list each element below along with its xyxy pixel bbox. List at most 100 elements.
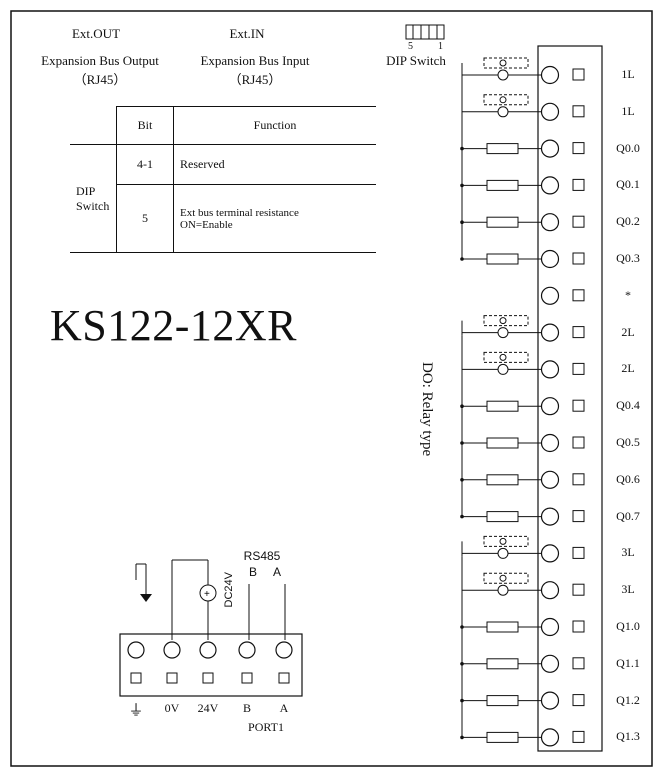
terminal-indicator	[572, 436, 585, 449]
terminal-screw	[540, 176, 560, 195]
ext-out-label: Ext.OUT	[71, 26, 121, 41]
terminal-screw	[540, 249, 560, 269]
svg-text:+: +	[204, 589, 210, 600]
terminal-screw	[540, 691, 560, 710]
terminal-label: 1L	[621, 103, 635, 118]
terminal-screw	[540, 654, 560, 673]
load-resistor	[460, 437, 541, 449]
power-terminal-screw	[163, 641, 181, 659]
twenty-four-v-terminal-label: 24V	[197, 701, 219, 715]
power-wiring: +	[135, 559, 286, 640]
load-resistor	[460, 179, 541, 191]
contact-symbol	[461, 315, 541, 339]
power-terminal-indicator	[241, 672, 253, 684]
contact-symbol	[461, 351, 541, 375]
terminal-screw	[540, 360, 560, 379]
table-group-cell: DIP Switch	[70, 144, 117, 253]
power-terminal-indicator	[130, 672, 142, 684]
terminal-screw	[540, 323, 560, 342]
table-row-function-line2: ON=Enable	[180, 218, 233, 231]
terminal-indicator	[572, 215, 585, 228]
load-resistor	[460, 474, 541, 486]
dip-pin-high: 5	[408, 41, 413, 52]
terminal-label: Q0.3	[616, 251, 640, 265]
terminal-screw	[540, 433, 560, 453]
table-row-function: Ext bus terminal resistance ON=Enable	[173, 184, 376, 253]
terminal-label: Q0.0	[616, 140, 640, 155]
terminal-label: Q0.7	[616, 508, 640, 523]
ext-in-desc: Expansion Bus Input	[200, 53, 310, 68]
rs485-label: RS485	[243, 549, 281, 563]
terminal-label: Q0.4	[616, 398, 640, 413]
terminal-screw	[540, 728, 560, 747]
contact-symbol	[461, 94, 541, 118]
terminal-indicator	[572, 68, 585, 81]
terminal-indicator	[572, 252, 585, 265]
terminal-label: 1L	[621, 67, 635, 81]
terminal-screw	[540, 139, 560, 158]
terminal-indicator	[572, 730, 585, 743]
rs485-b-label: B	[248, 565, 258, 579]
zero-v-terminal-label: 0V	[164, 701, 180, 715]
ext-in-connector: （RJ45）	[228, 72, 282, 87]
power-terminal-screw	[127, 641, 145, 659]
terminal-label: Q1.2	[616, 692, 640, 707]
terminal-indicator	[572, 546, 585, 559]
contact-symbol	[461, 57, 541, 81]
dip-switch-icon	[405, 24, 445, 40]
table-header-bit: Bit	[116, 106, 174, 145]
table-row-function-line1: Reserved	[180, 157, 225, 171]
terminal-screw	[540, 102, 560, 121]
terminal-label: 3L	[621, 582, 635, 597]
load-resistor	[460, 695, 541, 707]
ext-out-desc: Expansion Bus Output	[41, 53, 159, 68]
dip-switch-label: DIP Switch	[386, 53, 446, 68]
power-terminal-screw	[275, 641, 293, 659]
terminal-screw	[540, 470, 560, 489]
power-terminal-indicator	[166, 672, 178, 684]
terminal-indicator	[572, 142, 585, 155]
terminal-indicator	[572, 362, 585, 375]
power-terminal-screw	[238, 641, 256, 659]
b-terminal-label: B	[242, 701, 252, 715]
terminal-screw	[540, 286, 560, 305]
terminal-indicator	[572, 583, 585, 596]
dc24v-label: DC24V	[223, 572, 235, 608]
do-relay-label: DO: Relay type	[419, 362, 435, 457]
terminal-screw	[540, 617, 560, 637]
terminal-label: Q0.1	[616, 177, 640, 192]
port1-label: PORT1	[248, 720, 284, 734]
terminal-label: 3L	[621, 545, 635, 560]
table-row-bit: 5	[116, 184, 174, 253]
terminal-indicator	[572, 178, 585, 191]
table-group-line1: DIP	[76, 183, 96, 198]
model-title: KS122-12XR	[50, 301, 298, 350]
a-terminal-label: A	[279, 701, 289, 715]
output-terminal-block	[537, 45, 603, 752]
power-terminal-block	[119, 633, 303, 697]
terminal-label: Q0.5	[616, 435, 640, 449]
terminal-indicator	[572, 657, 585, 670]
terminal-indicator	[572, 105, 585, 118]
terminal-screw	[540, 65, 560, 85]
terminal-label: Q1.3	[616, 729, 640, 744]
load-resistor	[460, 400, 541, 412]
terminal-screw	[540, 544, 560, 563]
terminal-label: Q1.0	[616, 619, 640, 633]
terminal-label: 2L	[621, 361, 635, 376]
ext-in-label: Ext.IN	[229, 26, 265, 41]
load-resistor	[460, 658, 541, 670]
ext-out-connector: （RJ45）	[73, 72, 127, 87]
terminal-screw	[540, 507, 560, 526]
dip-function-table: Bit Function DIP Switch 4-1 Reserved 5 E…	[70, 106, 376, 253]
terminal-indicator	[572, 289, 585, 302]
load-resistor	[460, 216, 541, 228]
terminal-label: Q0.2	[616, 214, 640, 229]
terminal-indicator	[572, 694, 585, 707]
terminal-indicator	[572, 620, 585, 633]
power-terminal-indicator	[202, 672, 214, 684]
terminal-label: Q1.1	[616, 655, 640, 670]
load-resistor	[460, 511, 541, 523]
